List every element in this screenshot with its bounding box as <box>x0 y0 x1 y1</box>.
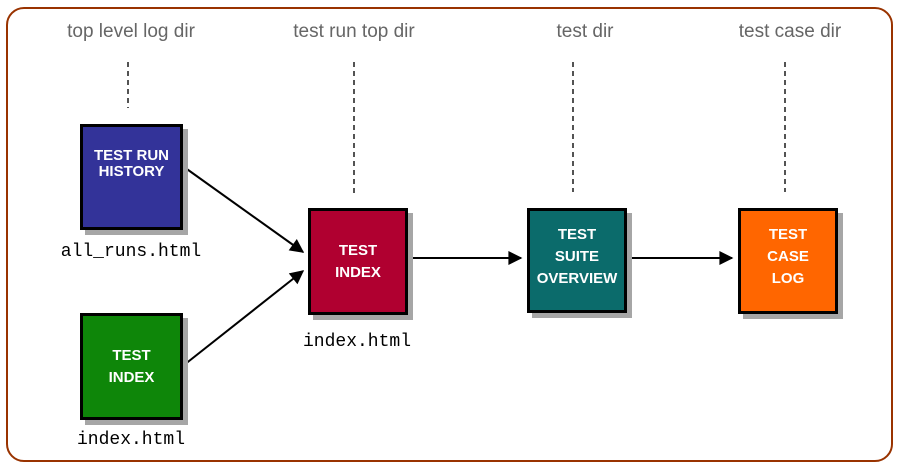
node-test-run-history-label: TEST RUN HISTORY <box>94 147 169 180</box>
node-test-index-main: TEST INDEX <box>308 208 408 315</box>
node-test-index-run-label: TEST INDEX <box>108 346 155 386</box>
node-test-case-log: TEST CASE LOG <box>738 208 838 314</box>
column-header-top-level-log-dir: top level log dir <box>67 21 195 42</box>
column-header-test-run-top-dir: test run top dir <box>293 21 415 42</box>
column-header-test-case-dir: test case dir <box>738 21 842 42</box>
node-test-suite-overview-label: TEST SUITE OVERVIEW <box>536 225 618 287</box>
arrow-test-index-run-to-test-index <box>183 270 305 366</box>
file-label-all-runs-html: all_runs.html <box>60 242 202 262</box>
node-test-index-main-label: TEST INDEX <box>335 241 381 281</box>
node-test-run-history: TEST RUN HISTORY <box>80 124 183 230</box>
file-label-index-html-run: index.html <box>76 430 186 450</box>
node-test-index-run: TEST INDEX <box>80 313 183 420</box>
node-test-suite-overview: TEST SUITE OVERVIEW <box>527 208 627 313</box>
column-header-test-dir: test dir <box>556 21 614 42</box>
diagram-border-frame <box>6 7 893 462</box>
node-test-case-log-label: TEST CASE LOG <box>767 226 809 287</box>
file-label-index-html-main: index.html <box>302 332 412 352</box>
arrow-test-run-history-to-test-index <box>183 166 305 253</box>
